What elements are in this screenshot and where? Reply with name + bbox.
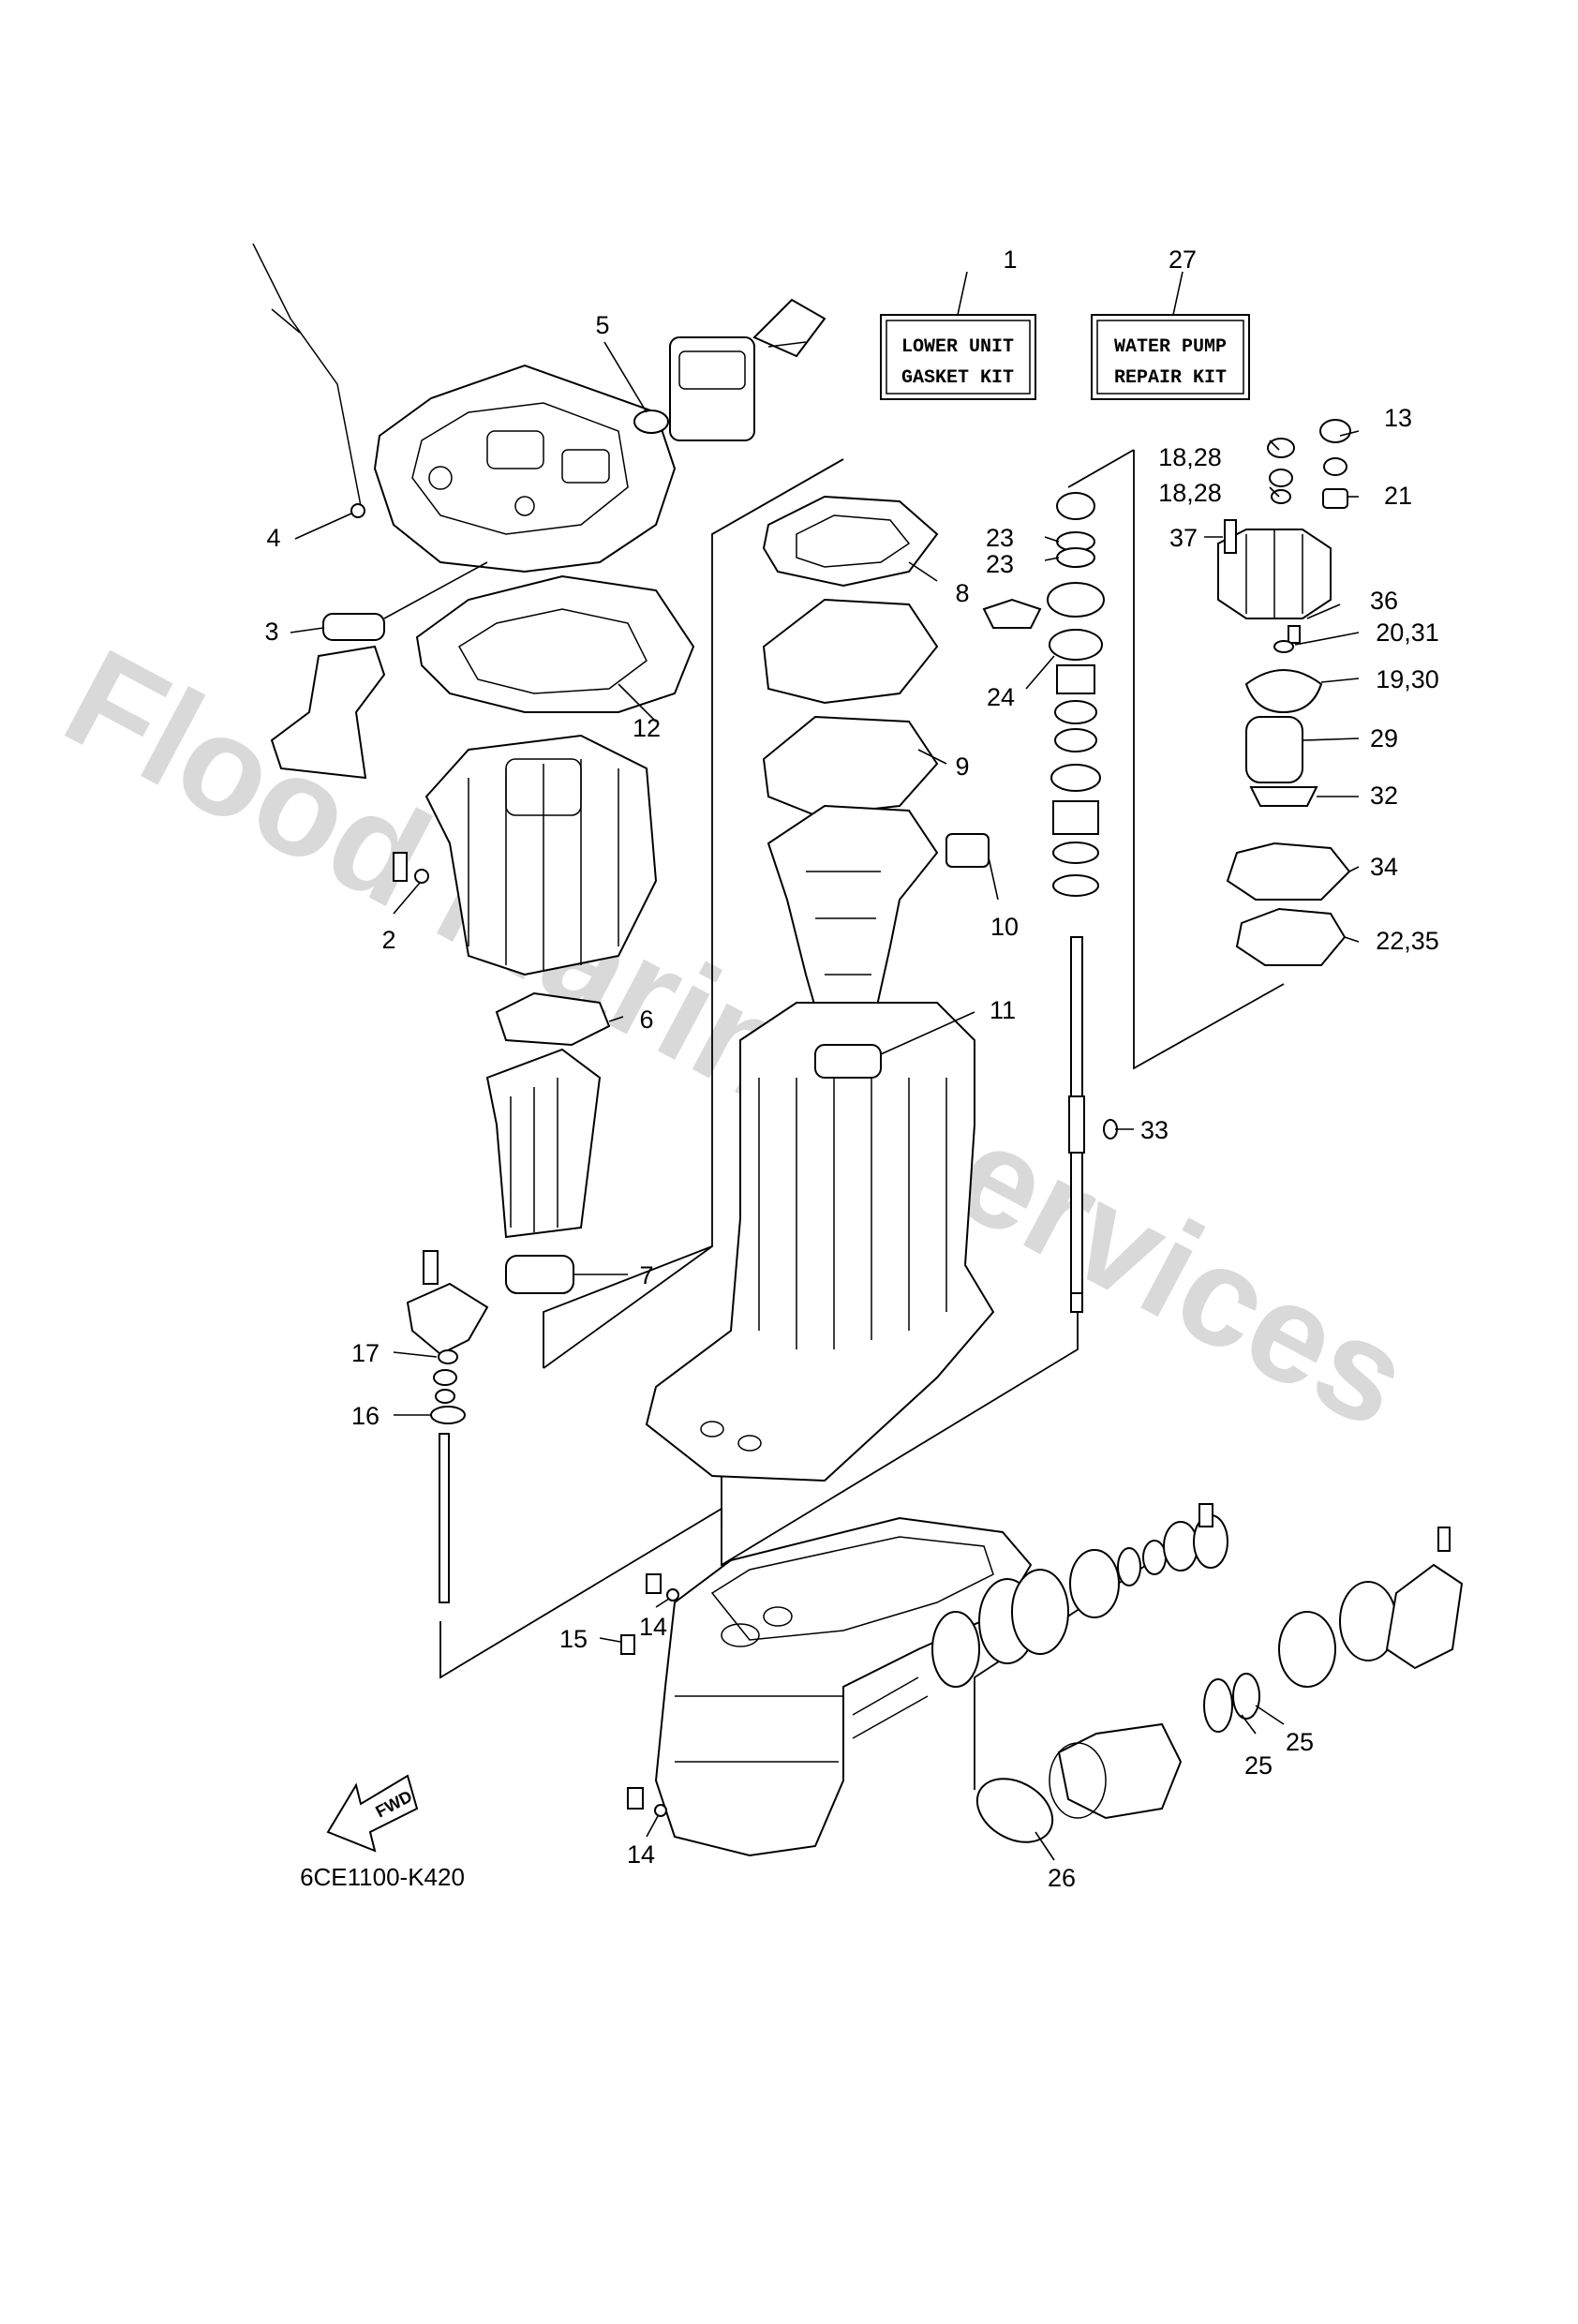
exhaust-manifold xyxy=(424,734,658,976)
gear-set xyxy=(852,1503,1464,1820)
kit-gasket-line1: LOWER UNIT xyxy=(901,336,1014,358)
part-14-washer-lower[interactable] xyxy=(654,1804,667,1817)
upper-casing xyxy=(645,1002,995,1482)
callout-2[interactable]: 2 xyxy=(381,926,395,954)
driveshaft-bearings xyxy=(1047,492,1105,897)
part-8-gasket[interactable] xyxy=(762,495,939,588)
part-5-grommet[interactable] xyxy=(633,410,669,434)
water-pump-assembly xyxy=(1217,419,1351,966)
part-16-o-ring[interactable] xyxy=(430,1406,466,1424)
callout-11[interactable]: 11 xyxy=(990,996,1016,1024)
callout-14-upper[interactable]: 14 xyxy=(639,1613,667,1641)
callout-13[interactable]: 13 xyxy=(1384,404,1412,432)
part-3-gasket[interactable] xyxy=(322,613,385,641)
part-11-seal[interactable] xyxy=(814,1044,882,1079)
callout-27: 27 xyxy=(1169,246,1197,274)
exhaust-pipe-piece xyxy=(270,645,386,780)
callout-3[interactable]: 3 xyxy=(264,618,278,646)
callout-36[interactable]: 36 xyxy=(1370,587,1398,615)
callout-9[interactable]: 9 xyxy=(955,752,969,781)
callout-26[interactable]: 26 xyxy=(1048,1864,1076,1892)
drive-shaft xyxy=(1068,936,1085,1313)
retainer-clip xyxy=(982,598,1042,629)
part-9-gasket[interactable] xyxy=(762,715,939,817)
callout-25-left[interactable]: 25 xyxy=(1244,1751,1273,1780)
callout-24[interactable]: 24 xyxy=(987,683,1015,711)
part-4-o-ring[interactable] xyxy=(350,503,365,518)
callout-23-lower[interactable]: 23 xyxy=(986,550,1014,578)
oil-pan xyxy=(767,804,939,1042)
callout-12[interactable]: 12 xyxy=(633,714,661,742)
callouts: 2 3 4 5 6 7 8 9 10 11 12 13 14 14 15 16 … xyxy=(264,311,1438,1892)
callout-8[interactable]: 8 xyxy=(955,579,969,607)
gasket-middle xyxy=(762,598,939,705)
callout-15[interactable]: 15 xyxy=(559,1625,588,1653)
callout-29[interactable]: 29 xyxy=(1370,724,1398,752)
muffler xyxy=(485,1048,602,1239)
callout-5[interactable]: 5 xyxy=(595,311,609,339)
callout-19-30[interactable]: 19,30 xyxy=(1376,665,1439,693)
diagram-code: 6CE1100-K420 xyxy=(300,1863,465,1891)
callout-18-28-upper[interactable]: 18,28 xyxy=(1158,443,1222,471)
kit-gasket-line2: GASKET KIT xyxy=(901,367,1014,389)
part-12-gasket[interactable] xyxy=(415,574,695,713)
callout-14-lower[interactable]: 14 xyxy=(627,1840,655,1869)
part-14-washer-upper[interactable] xyxy=(666,1588,679,1601)
callout-10[interactable]: 10 xyxy=(990,913,1019,941)
callout-25-right[interactable]: 25 xyxy=(1286,1728,1314,1756)
callout-16[interactable]: 16 xyxy=(351,1402,380,1430)
callout-17[interactable]: 17 xyxy=(351,1339,380,1367)
part-17-bushing[interactable] xyxy=(438,1349,458,1364)
callout-20-31[interactable]: 20,31 xyxy=(1376,618,1439,647)
shift-rod-assembly xyxy=(406,1250,489,1603)
fwd-arrow: FWD xyxy=(326,1774,419,1853)
exhaust-guide-assembly xyxy=(252,243,826,574)
part-10-seal[interactable] xyxy=(945,833,990,868)
callout-33[interactable]: 33 xyxy=(1140,1116,1169,1144)
part-24-o-ring[interactable] xyxy=(1049,629,1103,661)
part-15-screw[interactable] xyxy=(620,1634,635,1655)
part-26-o-ring[interactable] xyxy=(966,1766,1064,1855)
callout-32[interactable]: 32 xyxy=(1370,782,1398,810)
part-33-clip[interactable] xyxy=(1103,1119,1118,1140)
callout-18-28-lower[interactable]: 18,28 xyxy=(1158,479,1222,507)
lower-casing xyxy=(654,1516,1033,1857)
callout-6[interactable]: 6 xyxy=(639,1006,653,1034)
callout-4[interactable]: 4 xyxy=(266,524,280,552)
kit-waterpump-line2: REPAIR KIT xyxy=(1114,367,1227,389)
bolt-upper xyxy=(646,1573,662,1594)
callout-21[interactable]: 21 xyxy=(1384,482,1412,510)
callout-22-35[interactable]: 22,35 xyxy=(1376,927,1439,955)
bolt-lower xyxy=(627,1787,644,1810)
kit-waterpump-line1: WATER PUMP xyxy=(1114,336,1227,358)
kit-box-water-pump[interactable]: WATER PUMP REPAIR KIT xyxy=(1091,314,1250,400)
part-2-bolt[interactable] xyxy=(393,852,429,884)
part-6-gasket[interactable] xyxy=(495,991,611,1047)
callout-34[interactable]: 34 xyxy=(1370,853,1398,881)
kit-box-gasket[interactable]: LOWER UNIT GASKET KIT xyxy=(880,314,1036,400)
callout-37[interactable]: 37 xyxy=(1169,524,1198,552)
callout-7[interactable]: 7 xyxy=(639,1261,653,1289)
callout-1: 1 xyxy=(1003,246,1017,274)
callout-23-upper[interactable]: 23 xyxy=(986,524,1014,552)
part-7-seal[interactable] xyxy=(505,1255,574,1294)
